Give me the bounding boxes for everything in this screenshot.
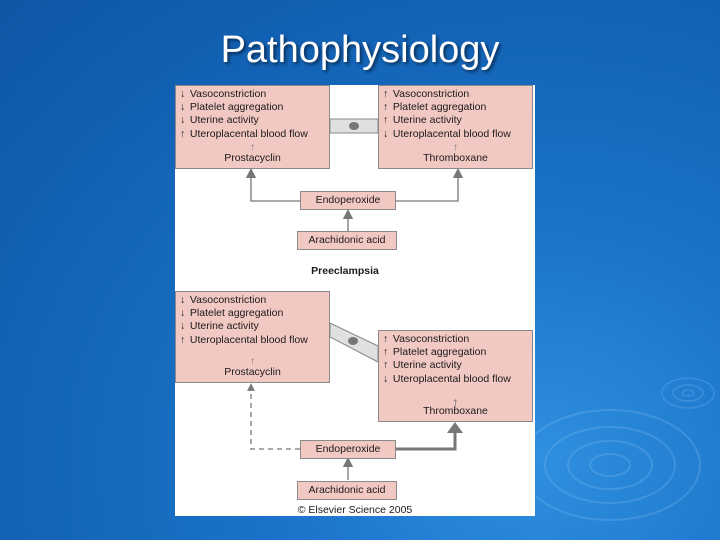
preeclampsia-prostacyclin-box: ↓ Vasoconstriction ↓ Platelet aggregatio… xyxy=(175,291,330,383)
effect-line: ↓ Uterine activity xyxy=(180,320,259,333)
effect-line: ↓ Uteroplacental blood flow xyxy=(383,372,511,385)
effect-line: ↑ Uterine activity xyxy=(383,114,462,127)
effect-line: ↓ Platelet aggregation xyxy=(180,307,284,320)
pathophysiology-figure: ↓ Vasoconstriction ↓ Platelet aggregatio… xyxy=(175,85,535,516)
thromboxane-label: Thromboxane xyxy=(423,151,488,164)
up-arrow-icon: ↑ xyxy=(250,356,255,367)
effect-line: ↑ Vasoconstriction xyxy=(383,88,470,100)
normal-arachidonic-acid-box: Arachidonic acid xyxy=(297,231,397,250)
up-arrow-icon: ↑ xyxy=(452,394,459,410)
effect-line: ↑ Platelet aggregation xyxy=(383,346,487,359)
effect-line: ↑ Platelet aggregation xyxy=(383,101,487,114)
normal-prostacyclin-box: ↓ Vasoconstriction ↓ Platelet aggregatio… xyxy=(175,85,330,169)
normal-thromboxane-box: ↑ Vasoconstriction ↑ Platelet aggregatio… xyxy=(378,85,533,169)
preeclampsia-heading: Preeclampsia xyxy=(311,265,379,277)
thromboxane-label: Thromboxane xyxy=(423,404,488,417)
preeclampsia-endoperoxide-box: Endoperoxide xyxy=(300,440,396,459)
normal-inhibition-band xyxy=(329,118,379,134)
effect-line: ↑ Uteroplacental blood flow xyxy=(180,333,308,346)
copyright-notice: © Elsevier Science 2005 xyxy=(297,504,413,516)
diagram-connectors xyxy=(245,118,464,480)
preeclampsia-arachidonic-acid-box: Arachidonic acid xyxy=(297,481,397,500)
effect-line: ↓ Vasoconstriction xyxy=(180,294,267,306)
effect-line: ↓ Vasoconstriction xyxy=(180,88,267,100)
effect-line: ↓ Uterine activity xyxy=(180,114,259,127)
effect-line: ↓ Uteroplacental blood flow xyxy=(383,127,511,140)
preeclampsia-inhibition-band xyxy=(329,322,379,363)
normal-endoperoxide-box: Endoperoxide xyxy=(300,191,396,210)
prostacyclin-label: Prostacyclin xyxy=(224,151,281,164)
prostacyclin-label: Prostacyclin xyxy=(224,365,281,378)
up-arrow-icon: ↑ xyxy=(250,142,255,153)
effect-line: ↑ Vasoconstriction xyxy=(383,333,470,345)
slide-title: Pathophysiology xyxy=(220,29,500,71)
effect-line: ↓ Platelet aggregation xyxy=(180,101,284,114)
effect-line: ↑ Uteroplacental blood flow xyxy=(180,127,308,140)
preeclampsia-thromboxane-box: ↑ Vasoconstriction ↑ Platelet aggregatio… xyxy=(378,330,533,422)
effect-line: ↑ Uterine activity xyxy=(383,359,462,372)
up-arrow-icon: ↑ xyxy=(453,142,458,153)
